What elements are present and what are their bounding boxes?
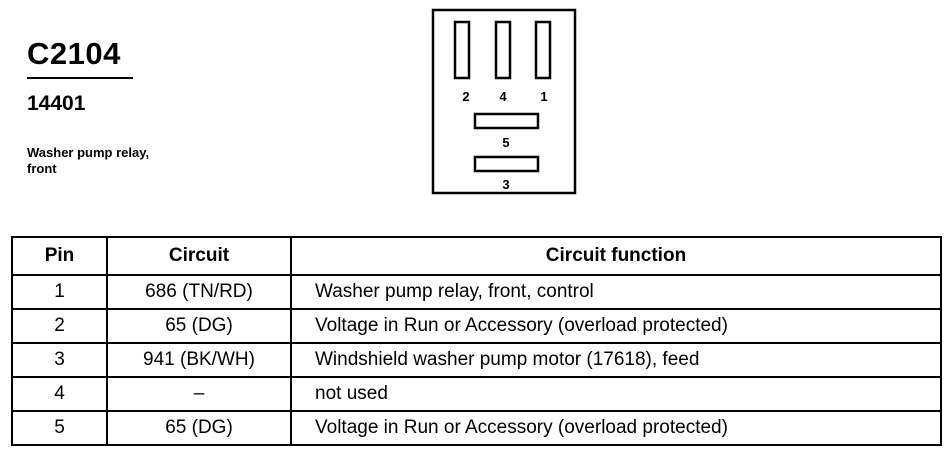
cell-pin: 5 [11,410,108,446]
table-row: 1 686 (TN/RD) Washer pump relay, front, … [11,274,942,310]
terminal-slot-4 [494,20,512,80]
pin-label-5: 5 [502,135,509,150]
cell-circuit: 941 (BK/WH) [106,342,292,378]
terminal-slot-2 [453,20,471,80]
connector-face-diagram: 2 4 1 5 3 [431,8,577,195]
description-line-1: Washer pump relay, [27,145,150,160]
terminal-slot-1 [534,20,552,80]
terminal-slot-3 [473,155,540,173]
cell-circuit: 65 (DG) [106,308,292,344]
cell-pin: 2 [11,308,108,344]
pin-label-1: 1 [540,89,547,104]
cell-function: Washer pump relay, front, control [290,274,942,310]
cell-pin: 3 [11,342,108,378]
cell-circuit: – [106,376,292,412]
pin-label-2: 2 [462,89,469,104]
part-number: 14401 [27,92,86,115]
description-line-2: front [27,161,57,176]
connector-id: C2104 [27,36,121,71]
table-row: 3 941 (BK/WH) Windshield washer pump mot… [11,342,942,378]
cell-pin: 1 [11,274,108,310]
table-header-row: Pin Circuit Circuit function [11,236,942,276]
table-row: 4 – not used [11,376,942,412]
pin-label-3: 3 [502,177,509,192]
table-row: 2 65 (DG) Voltage in Run or Accessory (o… [11,308,942,344]
connector-description: Washer pump relay, front [27,145,207,177]
connector-id-underline [27,77,133,79]
header-pin: Pin [11,236,108,276]
header-circuit: Circuit [106,236,292,276]
pinout-table: Pin Circuit Circuit function 1 686 (TN/R… [11,236,942,446]
cell-function: Voltage in Run or Accessory (overload pr… [290,410,942,446]
pin-label-4: 4 [499,89,507,104]
header-circuit-function: Circuit function [290,236,942,276]
cell-function: Voltage in Run or Accessory (overload pr… [290,308,942,344]
table-row: 5 65 (DG) Voltage in Run or Accessory (o… [11,410,942,446]
cell-circuit: 65 (DG) [106,410,292,446]
cell-pin: 4 [11,376,108,412]
cell-circuit: 686 (TN/RD) [106,274,292,310]
cell-function: not used [290,376,942,412]
terminal-slot-5 [473,112,540,130]
cell-function: Windshield washer pump motor (17618), fe… [290,342,942,378]
